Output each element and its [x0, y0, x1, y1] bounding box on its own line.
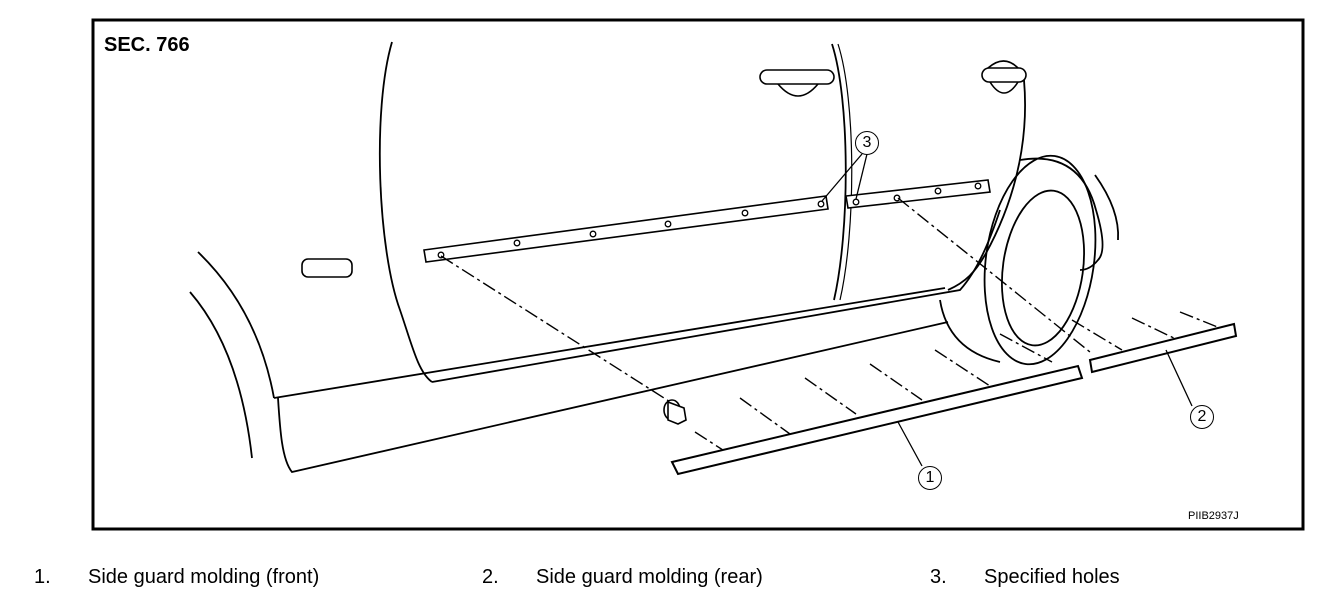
clip-icon: [663, 399, 687, 425]
rear-wheel: [939, 154, 1120, 366]
rear-door-handle: [981, 60, 1027, 94]
side-guard-molding-rear: [1088, 322, 1238, 374]
callout-3: 3: [855, 131, 879, 155]
section-label: SEC. 766: [104, 34, 190, 56]
legend-text: Specified holes: [984, 566, 1120, 588]
callout-3-leaders: [821, 153, 868, 202]
callout-leaders: [897, 349, 1193, 467]
front-wheel-arch: [189, 251, 275, 459]
legend-number: 1.: [34, 566, 51, 588]
diagram-frame: [91, 18, 1305, 531]
body-lower-crease: [273, 287, 946, 399]
callout-1: 1: [918, 466, 942, 490]
legend-number: 3.: [930, 566, 947, 588]
hole-strip-front: [423, 195, 829, 263]
front-door-handle: [759, 69, 835, 97]
hole-strip-rear: [845, 179, 991, 209]
specified-holes: [437, 182, 982, 259]
rocker-panel-bottom: [277, 321, 949, 474]
rear-door-edge: [947, 79, 1026, 291]
legend-number: 2.: [482, 566, 499, 588]
legend: 1. Side guard molding (front) 2. Side gu…: [0, 565, 1344, 593]
legend-text: Side guard molding (front): [88, 566, 320, 588]
side-marker-lamp: [301, 258, 353, 278]
image-code: PIIB2937J: [1188, 510, 1239, 522]
legend-text: Side guard molding (rear): [536, 566, 763, 588]
door-gap: [831, 43, 847, 301]
alignment-lines: [440, 197, 1231, 453]
door-front-edge: [378, 41, 433, 383]
door-bottom-edge: [431, 209, 1001, 383]
side-guard-molding-front: [670, 364, 1084, 476]
callout-2: 2: [1190, 405, 1214, 429]
